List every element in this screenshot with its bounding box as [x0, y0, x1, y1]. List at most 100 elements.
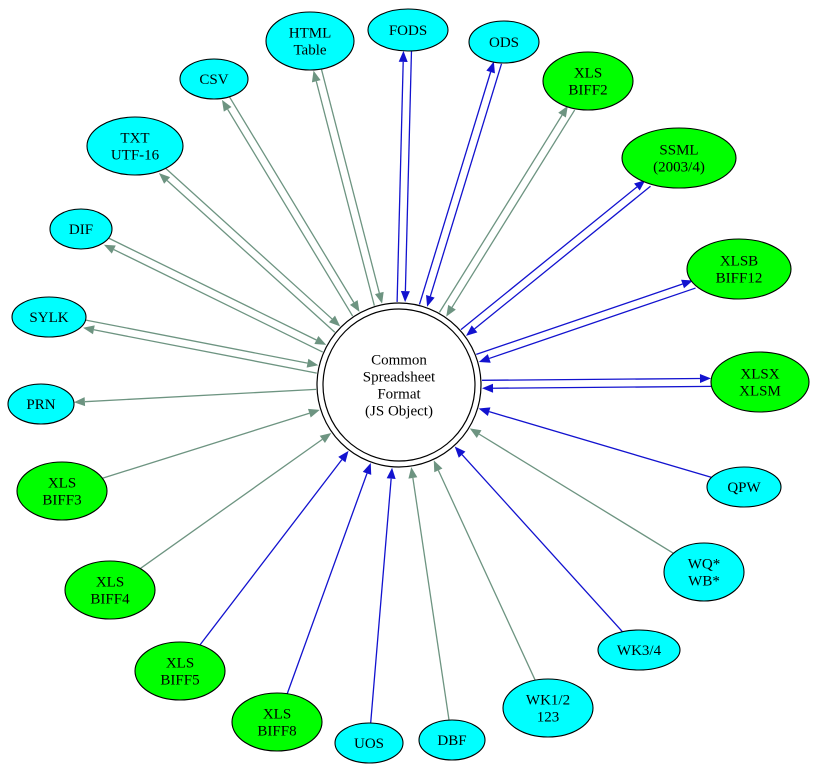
node-xls-biff2-ellipse: [542, 51, 634, 111]
node-xls-biff5-label: XLS: [166, 656, 194, 672]
edge-xlsb-from-csf: [476, 283, 683, 356]
node-fods: FODS: [367, 8, 449, 52]
node-xlsx-label: XLSM: [739, 384, 781, 400]
node-xls-biff4-ellipse: [64, 560, 156, 620]
node-qpw: QPW: [706, 466, 782, 508]
node-prn-ellipse: [7, 383, 75, 425]
edge-wk34-to-csf: [461, 454, 623, 633]
arrowhead-dif-from-csf: [103, 244, 116, 254]
node-uos-label: UOS: [354, 736, 384, 752]
node-sylk-ellipse: [11, 296, 87, 338]
node-xls-biff2-label: XLS: [574, 66, 602, 82]
arrowhead-ssml-from-csf: [634, 180, 646, 191]
arrowhead-html-from-csf: [311, 70, 321, 83]
node-fods-ellipse: [367, 8, 449, 52]
csf-label-line: Format: [377, 387, 421, 403]
node-fods-label: FODS: [389, 23, 427, 39]
arrowhead-ods-to-csf: [426, 294, 435, 307]
node-dif-label: DIF: [69, 222, 93, 238]
node-xlsb-label: BIFF12: [716, 271, 763, 287]
node-dbf-ellipse: [418, 719, 486, 761]
node-ods-label: ODS: [489, 35, 519, 51]
node-csv-label: CSV: [199, 72, 228, 88]
arrowhead-sylk-to-csf: [306, 358, 319, 368]
node-wk12-label: 123: [537, 710, 560, 726]
edge-xlsx-to-csf: [493, 385, 712, 389]
node-xls-biff8-ellipse: [231, 692, 323, 752]
node-ssml-label: SSML: [659, 143, 698, 159]
arrowhead-xlsx-from-csf: [699, 373, 711, 383]
node-xls-biff3-label: XLS: [48, 476, 76, 492]
node-wk34-label: WK3/4: [617, 643, 662, 659]
edge-html-to-csf: [320, 68, 380, 294]
csf-outer-circle: [316, 302, 482, 468]
node-xlsb-label: XLSB: [720, 254, 758, 270]
csf-label-line: Common: [371, 353, 427, 369]
csf-inner-circle: [322, 308, 476, 462]
edge-xls-biff2-to-csf: [451, 109, 576, 308]
edge-xlsb-to-csf: [489, 287, 696, 360]
edge-fods-from-csf: [396, 61, 404, 302]
edge-csv-from-csf: [227, 108, 354, 317]
edge-ods-from-csf: [418, 71, 492, 305]
edge-xls-biff5-to-csf: [199, 459, 343, 646]
node-sylk-label: SYLK: [29, 310, 68, 326]
arrowhead-fods-from-csf: [398, 50, 408, 63]
node-xls-biff2-label: BIFF2: [568, 83, 607, 99]
node-txt-label: TXT: [120, 131, 149, 147]
edge-wq-wb-to-csf: [478, 433, 674, 554]
edge-txt-to-csf: [163, 166, 333, 320]
edge-uos-to-csf: [370, 478, 392, 724]
edge-xls-biff2-from-csf: [438, 114, 563, 313]
node-xls-biff4-label: XLS: [96, 575, 124, 591]
arrowhead-csv-from-csf: [221, 99, 232, 112]
edge-xls-biff4-to-csf: [139, 438, 323, 570]
arrowhead-qpw-to-csf: [478, 407, 491, 416]
node-xls-biff8-label: XLS: [263, 707, 291, 723]
arrowhead-xls-biff3-to-csf: [307, 408, 320, 418]
node-wk34-ellipse: [597, 629, 681, 671]
edge-qpw-to-csf: [488, 411, 712, 479]
edge-ssml-from-csf: [460, 186, 638, 331]
arrowhead-txt-to-csf: [328, 315, 341, 327]
node-prn-label: PRN: [26, 397, 55, 413]
node-dif-ellipse: [49, 208, 113, 250]
node-html-ellipse: [265, 11, 355, 71]
node-ods-ellipse: [468, 20, 540, 64]
node-wq-wb-label: WQ*: [688, 557, 721, 573]
edge-sylk-to-csf: [84, 319, 308, 364]
node-html-label: HTML: [289, 26, 332, 42]
node-txt-ellipse: [86, 116, 184, 176]
arrowhead-xls-biff8-to-csf: [362, 463, 372, 475]
node-sylk: SYLK: [11, 296, 87, 338]
arrowhead-xls-biff2-from-csf: [558, 105, 568, 118]
node-xls-biff8-label: BIFF8: [257, 724, 296, 740]
arrowhead-wk12-to-csf: [433, 460, 443, 473]
arrowhead-xlsb-to-csf: [478, 354, 491, 363]
node-csv: CSV: [179, 58, 249, 100]
arrowhead-csv-to-csf: [349, 300, 360, 312]
edge-ssml-to-csf: [474, 185, 651, 330]
arrowhead-ssml-to-csf: [465, 325, 478, 336]
arrowhead-html-to-csf: [374, 291, 384, 304]
edge-dif-from-csf: [113, 248, 324, 353]
edge-txt-from-csf: [166, 179, 336, 333]
edge-wk12-to-csf: [437, 470, 536, 681]
node-dif: DIF: [49, 208, 113, 250]
arrowhead-wk34-to-csf: [454, 446, 466, 458]
node-wk12-ellipse: [502, 678, 594, 738]
edge-xls-biff3-to-csf: [102, 412, 310, 479]
node-xls-biff4-label: BIFF4: [90, 592, 130, 608]
